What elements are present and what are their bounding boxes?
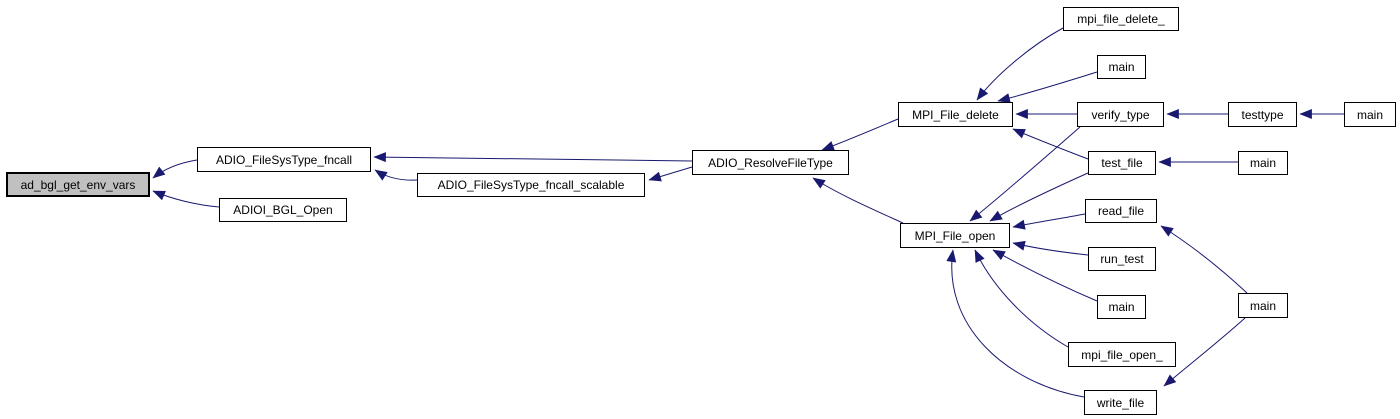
node-label: main — [1108, 60, 1135, 74]
edge-ADIO_ResolveFileType-to-ADIO_FileSysType_fncall — [373, 152, 693, 163]
node-label: ADIO_ResolveFileType — [708, 155, 833, 170]
edge-ADIO_FileSysType_fncall-to-ad_bgl_get_env_vars — [152, 159, 198, 179]
node-main_testtype[interactable]: main — [1344, 102, 1396, 127]
node-label: mpi_file_delete_ — [1077, 12, 1165, 26]
node-MPI_File_open[interactable]: MPI_File_open — [900, 223, 1010, 248]
node-label: ADIOI_BGL_Open — [233, 203, 333, 217]
node-label: verify_type — [1091, 107, 1150, 122]
node-label: main — [1356, 107, 1383, 122]
edge-ADIOI_BGL_Open-to-ad_bgl_get_env_vars — [152, 190, 220, 208]
node-main_delete[interactable]: main — [1097, 55, 1146, 79]
node-label: MPI_File_open — [914, 228, 996, 243]
node-mpi_file_delete_[interactable]: mpi_file_delete_ — [1063, 7, 1179, 31]
edge-verify_type-to-MPI_File_open — [969, 126, 1081, 222]
node-testtype[interactable]: testtype — [1228, 102, 1297, 127]
edge-main_open-to-MPI_File_open — [992, 249, 1098, 302]
node-ADIO_FileSysType_fncall_scalable[interactable]: ADIO_FileSysType_fncall_scalable — [417, 173, 645, 197]
node-label: mpi_file_open_ — [1081, 347, 1163, 362]
edge-ADIO_FileSysType_fncall_scalable-to-ADIO_FileSysType_fncall — [374, 169, 418, 181]
node-MPI_File_delete[interactable]: MPI_File_delete — [898, 102, 1013, 127]
node-label: test_file — [1101, 156, 1143, 170]
edge-test_file-to-MPI_File_delete — [1012, 128, 1089, 160]
node-label: write_file — [1096, 395, 1145, 410]
node-run_test[interactable]: run_test — [1088, 247, 1156, 271]
node-label: run_test — [1100, 252, 1144, 266]
edge-read_file-to-MPI_File_open — [1012, 213, 1086, 230]
edge-mpi_file_open_-to-MPI_File_open — [974, 249, 1069, 348]
node-label: main — [1249, 298, 1276, 313]
node-label: main — [1108, 300, 1135, 314]
edge-MPI_File_delete-to-ADIO_ResolveFileType — [821, 118, 899, 151]
node-label: read_file — [1097, 204, 1145, 218]
node-label: ADIO_FileSysType_fncall_scalable — [437, 178, 625, 192]
node-main_open[interactable]: main — [1097, 295, 1146, 319]
node-label: MPI_File_delete — [912, 107, 999, 122]
edge-MPI_File_open-to-ADIO_ResolveFileType — [812, 177, 904, 224]
node-label: main — [1249, 156, 1276, 170]
node-ADIOI_BGL_Open[interactable]: ADIOI_BGL_Open — [219, 198, 347, 222]
edge-group — [152, 27, 1344, 398]
edge-write_file-to-MPI_File_open — [946, 249, 1085, 398]
node-main_rw[interactable]: main — [1238, 293, 1288, 318]
edge-test_file-to-MPI_File_open — [989, 172, 1089, 222]
edge-mpi_file_delete_-to-MPI_File_delete — [976, 27, 1064, 101]
edge-run_test-to-MPI_File_open — [1012, 240, 1089, 256]
node-test_file[interactable]: test_file — [1088, 151, 1156, 175]
node-ADIO_ResolveFileType[interactable]: ADIO_ResolveFileType — [692, 150, 849, 175]
edge-main_rw-to-write_file — [1163, 317, 1246, 387]
edge-main_rw-to-read_file — [1160, 225, 1248, 294]
node-write_file[interactable]: write_file — [1084, 390, 1157, 415]
node-label: ad_bgl_get_env_vars — [20, 177, 136, 192]
node-label: ADIO_FileSysType_fncall — [215, 152, 353, 167]
edge-main_delete-to-MPI_File_delete — [997, 71, 1098, 103]
node-label: testtype — [1241, 107, 1284, 122]
node-ad_bgl_get_env_vars: ad_bgl_get_env_vars — [6, 172, 150, 197]
edge-ADIO_ResolveFileType-to-ADIO_FileSysType_fncall_scalable — [648, 166, 693, 182]
node-ADIO_FileSysType_fncall[interactable]: ADIO_FileSysType_fncall — [197, 147, 371, 172]
node-main_testfile[interactable]: main — [1238, 151, 1288, 175]
node-read_file[interactable]: read_file — [1085, 199, 1157, 223]
node-verify_type[interactable]: verify_type — [1077, 102, 1164, 127]
node-mpi_file_open_[interactable]: mpi_file_open_ — [1068, 342, 1176, 367]
